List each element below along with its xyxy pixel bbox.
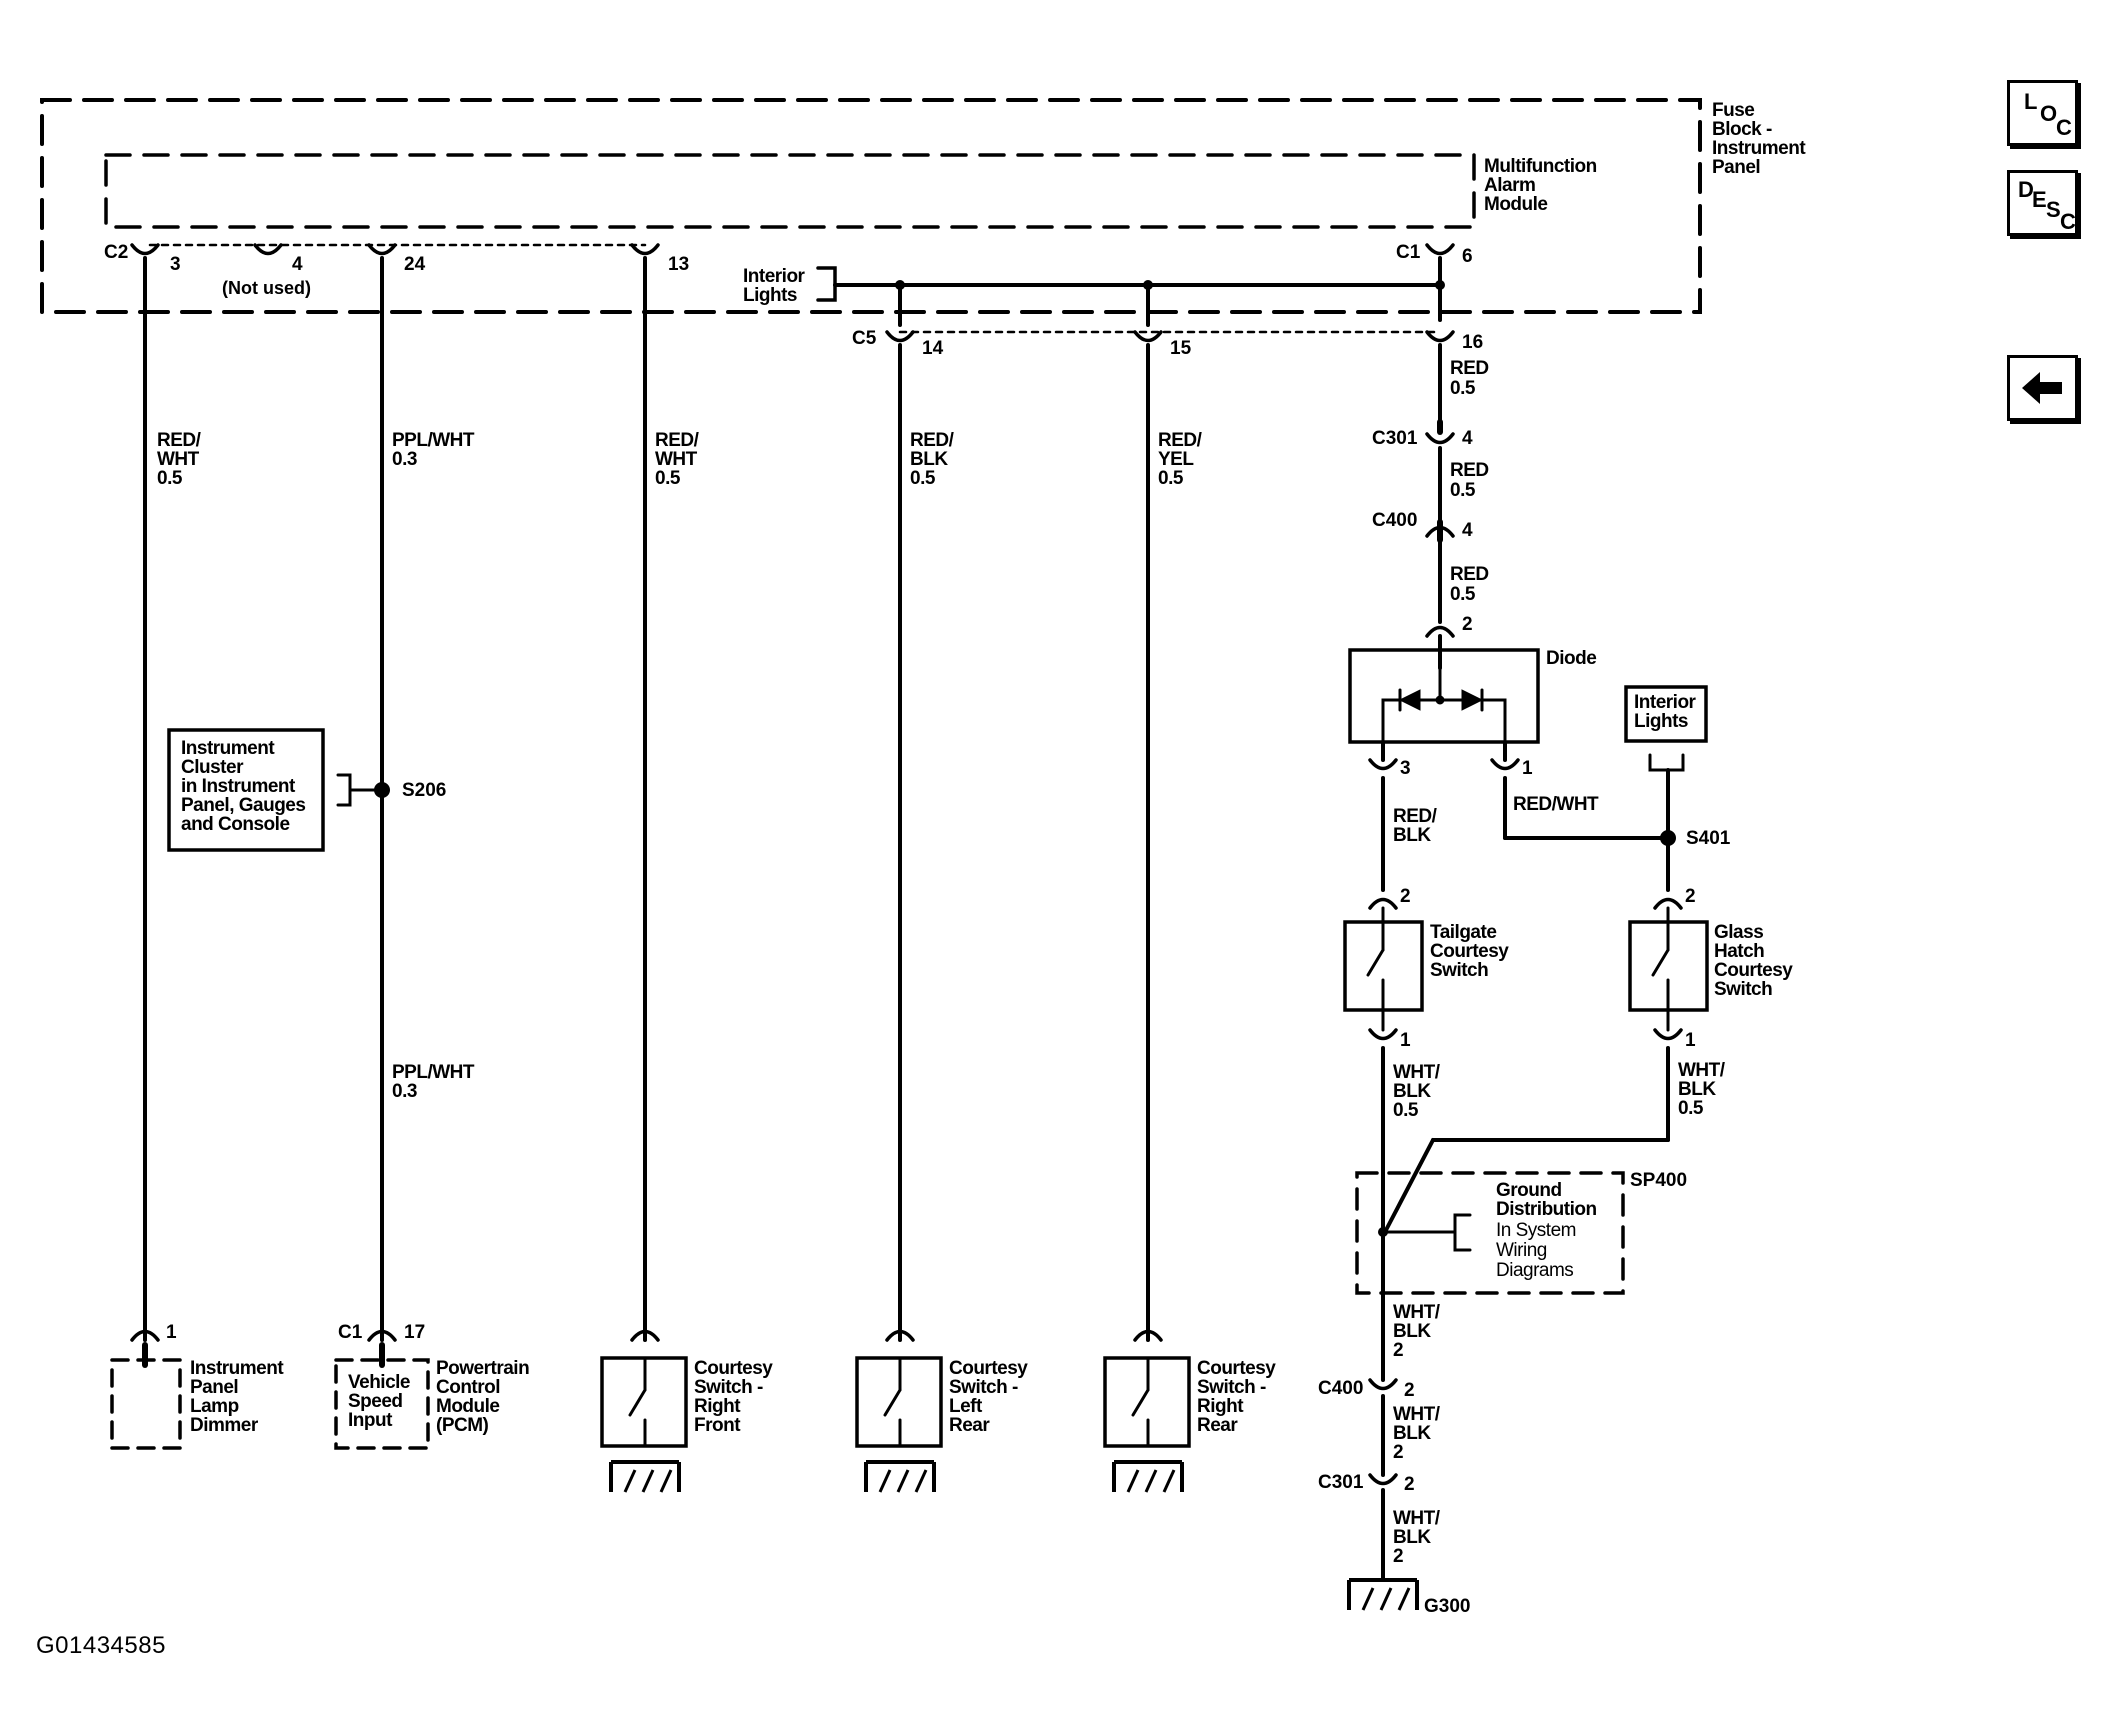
ground-icon [1112, 1460, 1184, 1494]
instrument-cluster-label: Instrument Cluster in Instrument Panel, … [181, 738, 310, 835]
glass-hatch-switch-label: Glass Hatch Courtesy Switch [1714, 922, 1797, 1000]
vss-label: Vehicle Speed Input [348, 1372, 415, 1431]
c5-pin14: 14 [922, 338, 944, 359]
c5-pin16: 16 [1462, 332, 1483, 353]
dimmer-box [110, 1358, 182, 1450]
back-button[interactable] [2007, 355, 2078, 421]
ground-icon [864, 1460, 936, 1494]
c5-pin15: 15 [1170, 338, 1192, 359]
c2-pin13: 13 [668, 254, 689, 275]
c301b-label: C301 [1318, 1472, 1364, 1493]
c1-label: C1 [1396, 242, 1421, 263]
c2-pin24: 24 [404, 254, 426, 275]
cs-rf-label: Courtesy Switch - Right Front [694, 1358, 777, 1436]
g300-label: G300 [1424, 1596, 1470, 1617]
c400a-label: C400 [1372, 510, 1417, 531]
wire-label: WHT/ BLK 0.5 [1678, 1060, 1729, 1119]
cs-lr-label: Courtesy Switch - Left Rear [949, 1358, 1032, 1436]
wire-label: RED/WHT [1513, 794, 1599, 815]
connector-arc [130, 243, 160, 256]
ground-icon [609, 1460, 681, 1494]
splice-s401 [1660, 830, 1676, 846]
wire-label: RED/ YEL 0.5 [1158, 430, 1206, 489]
c2-pin3: 3 [170, 254, 181, 275]
arrow-left-icon [2022, 372, 2062, 404]
s401-label: S401 [1686, 828, 1731, 849]
s206-label: S206 [402, 780, 446, 801]
diode-pin1: 1 [1522, 758, 1533, 779]
wire-label: RED/ BLK [1393, 806, 1441, 846]
vss-box [334, 1358, 430, 1450]
c301a-label: C301 [1372, 428, 1418, 449]
wire-label: WHT/ BLK 0.5 [1393, 1062, 1444, 1121]
wire-label: WHT/ BLK 2 [1393, 1508, 1444, 1567]
svg-text:2: 2 [1400, 886, 1411, 907]
splice-s206 [374, 782, 390, 798]
svg-text:1: 1 [1400, 1030, 1411, 1051]
ground-distribution-label: Ground Distribution In System Wiring Dia… [1496, 1180, 1601, 1281]
interior-lights-top-label: Interior Lights [743, 266, 809, 306]
loc-button[interactable]: L O C [2007, 80, 2078, 146]
diode-label: Diode [1546, 648, 1596, 669]
wire-label: RED/ BLK 0.5 [910, 430, 958, 489]
fuse-block-label: Fuse Block - Instrument Panel [1712, 100, 1810, 178]
instrument-cluster-box [167, 728, 325, 852]
c1-pin6: 6 [1462, 246, 1473, 267]
cs-rr-label: Courtesy Switch - Right Rear [1197, 1358, 1280, 1436]
wire-label: WHT/ BLK 2 [1393, 1302, 1444, 1361]
interior-lights-box-label: Interior Lights [1634, 692, 1700, 732]
wire-label: RED 0.5 [1450, 358, 1493, 399]
wire-label: RED/ WHT 0.5 [157, 430, 205, 489]
c400b-label: C400 [1318, 1378, 1363, 1399]
fuse-block-outline [40, 98, 1702, 314]
c400b-pin: 2 [1404, 1380, 1415, 1401]
wire-label: PPL/WHT 0.3 [392, 1062, 479, 1102]
svg-text:1: 1 [1685, 1030, 1696, 1051]
pcm-label: Powertrain Control Module (PCM) [436, 1358, 534, 1436]
svg-text:1: 1 [166, 1322, 177, 1343]
svg-text:17: 17 [404, 1322, 425, 1343]
desc-button[interactable]: D E S C [2007, 170, 2078, 236]
diode-box [1348, 648, 1540, 744]
not-used-label: (Not used) [222, 278, 311, 298]
wire-label: RED 0.5 [1450, 564, 1493, 605]
sp400-label: SP400 [1630, 1170, 1687, 1191]
wire-label: WHT/ BLK 2 [1393, 1404, 1444, 1463]
svg-text:2: 2 [1685, 886, 1696, 907]
sp400-box [1355, 1171, 1625, 1295]
figure-id: G01434585 [36, 1632, 166, 1659]
alarm-module-label: Multifunction Alarm Module [1484, 156, 1602, 215]
c2-label: C2 [104, 242, 128, 263]
c301a-pin: 4 [1462, 428, 1473, 449]
ground-icon [1347, 1578, 1419, 1612]
alarm-module-outline [104, 153, 1476, 229]
wire-label: RED/ WHT 0.5 [655, 430, 703, 489]
dimmer-label: Instrument Panel Lamp Dimmer [190, 1358, 288, 1436]
diode-pin3: 3 [1400, 758, 1411, 779]
tailgate-switch-label: Tailgate Courtesy Switch [1430, 922, 1513, 981]
interior-lights-box [1624, 685, 1708, 743]
wire-label: RED 0.5 [1450, 460, 1493, 501]
diode-pin2: 2 [1462, 614, 1473, 635]
svg-text:C1: C1 [338, 1322, 363, 1343]
c2-pin4: 4 [292, 254, 303, 275]
c5-label: C5 [852, 328, 877, 349]
c400a-pin: 4 [1462, 520, 1473, 541]
c301b-pin: 2 [1404, 1474, 1415, 1495]
wire-label: PPL/WHT 0.3 [392, 430, 479, 470]
